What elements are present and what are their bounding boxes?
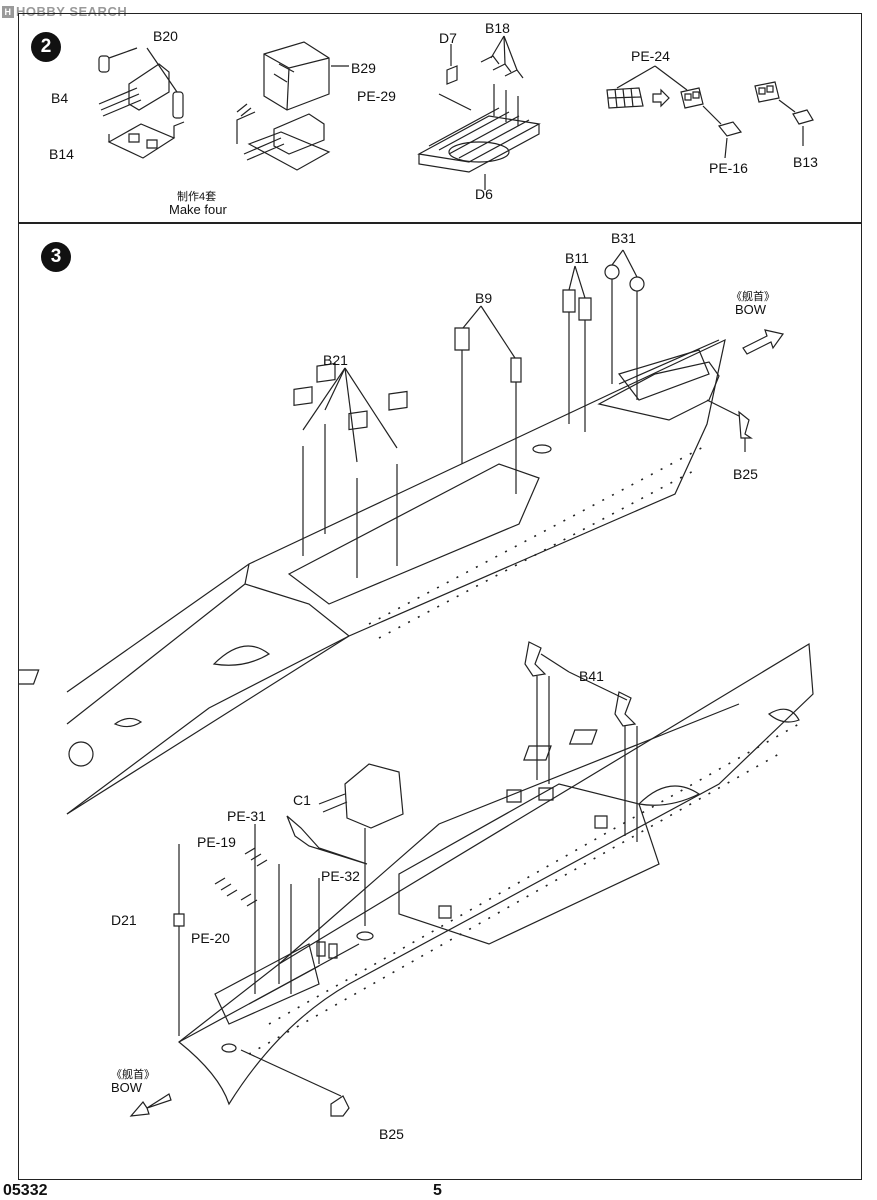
bow-arrow-top-icon xyxy=(743,330,783,354)
label-bow-bottom: BOW xyxy=(111,1080,143,1095)
torpedo-launcher-d6-drawing xyxy=(419,36,539,190)
label-pe-32: PE-32 xyxy=(321,868,360,884)
label-b25-bottom: B25 xyxy=(379,1126,404,1142)
note-make-four: Make four xyxy=(169,202,227,217)
label-pe-24: PE-24 xyxy=(631,48,670,64)
label-b20: B20 xyxy=(153,28,178,44)
label-b11: B11 xyxy=(565,250,589,266)
label-b13: B13 xyxy=(793,154,818,170)
step-3-illustration xyxy=(19,224,863,1181)
label-d7: D7 xyxy=(439,30,457,46)
step-3-number: 3 xyxy=(41,242,71,272)
label-bow-bottom-chinese: 《舰首》 xyxy=(111,1069,155,1081)
upper-parts-drawing xyxy=(294,250,751,578)
gun-mount-b4-drawing xyxy=(99,48,184,158)
label-b41: B41 xyxy=(579,668,604,684)
label-b29: B29 xyxy=(351,60,376,76)
label-d21: D21 xyxy=(111,912,137,928)
lower-hull-portholes xyxy=(249,724,799,1054)
label-b25-top: B25 xyxy=(733,466,758,482)
bow-arrow-bottom-icon xyxy=(131,1094,171,1116)
label-d6: D6 xyxy=(475,186,493,202)
label-pe-29: PE-29 xyxy=(357,88,396,104)
label-bow-top: BOW xyxy=(735,302,767,317)
label-c1: C1 xyxy=(293,792,311,808)
hobby-search-watermark: H HOBBY SEARCH xyxy=(2,4,127,19)
label-pe-19: PE-19 xyxy=(197,834,236,850)
label-b9: B9 xyxy=(475,290,493,306)
label-bow-top-chinese: 《舰首》 xyxy=(731,291,775,303)
step-3-panel: 3 xyxy=(18,223,862,1180)
label-b4: B4 xyxy=(51,90,69,106)
pe-24-parts-drawing xyxy=(607,66,813,158)
label-b31: B31 xyxy=(611,230,636,246)
product-code: 05332 xyxy=(3,1182,48,1199)
lower-parts-drawing xyxy=(174,642,637,1116)
lower-hull-drawing xyxy=(179,644,813,1104)
label-b21: B21 xyxy=(323,352,348,368)
label-pe-20: PE-20 xyxy=(191,930,230,946)
page-number: 5 xyxy=(433,1182,442,1199)
label-pe-16: PE-16 xyxy=(709,160,748,176)
upper-hull-drawing xyxy=(19,340,725,814)
label-b14: B14 xyxy=(49,146,74,162)
step-2-number: 2 xyxy=(31,32,61,62)
note-make-four-chinese: 制作4套 xyxy=(177,191,217,203)
step-2-illustration xyxy=(19,14,863,224)
label-pe-31: PE-31 xyxy=(227,808,266,824)
upper-hull-portholes xyxy=(369,444,709,638)
label-b18: B18 xyxy=(485,20,510,36)
watermark-text: HOBBY SEARCH xyxy=(16,4,128,19)
watermark-logo-icon: H xyxy=(2,5,14,18)
turret-b29-drawing xyxy=(237,42,349,170)
step-2-panel: 2 xyxy=(18,13,862,223)
